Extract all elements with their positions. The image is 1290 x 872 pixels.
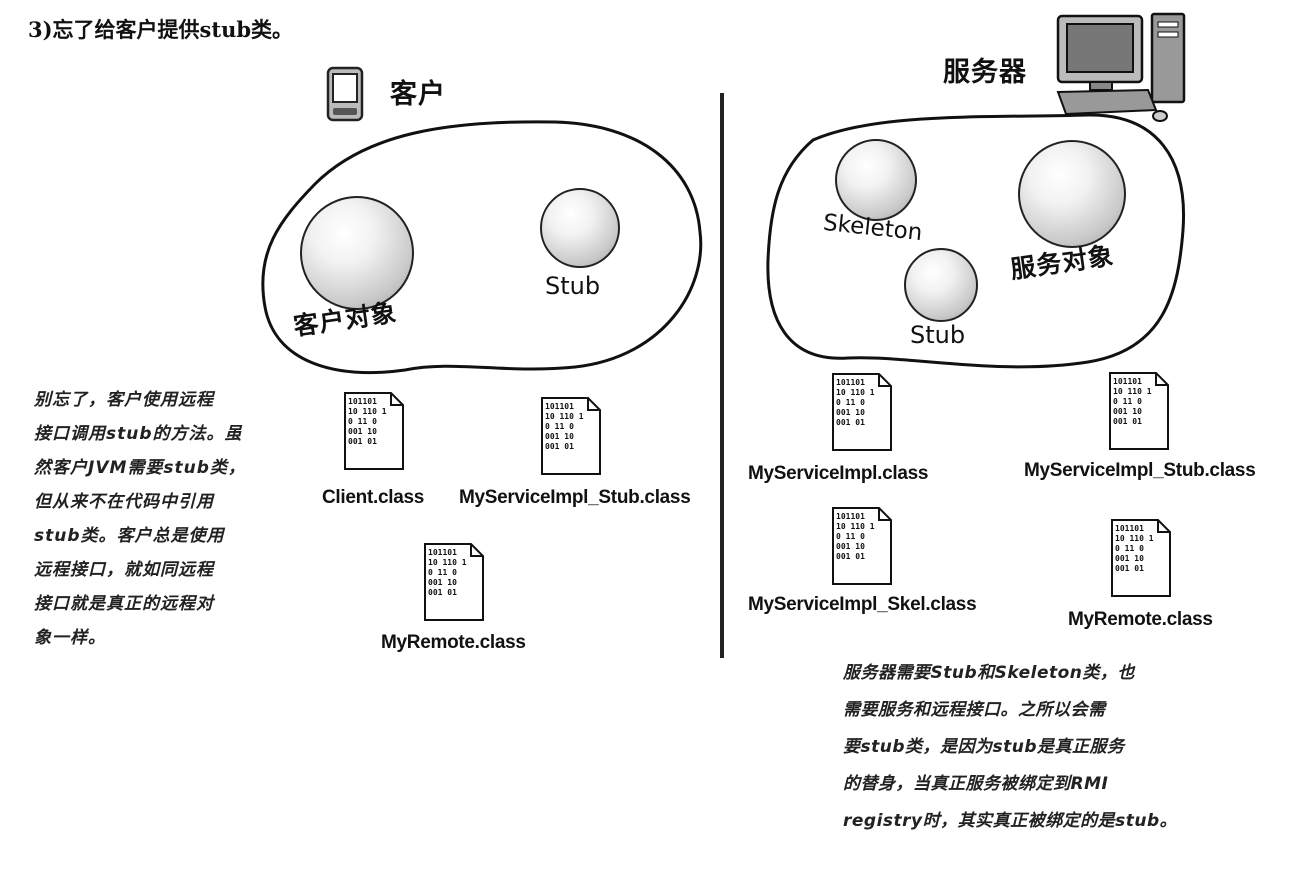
file-bits: 101101 10 110 1 0 11 0 001 10 001 01	[836, 378, 875, 427]
note-line: stub类。客户总是使用	[34, 526, 225, 546]
file-icon: 101101 10 110 1 0 11 0 001 10 001 01	[540, 396, 602, 476]
server-file-impl-class: MyServiceImpl.class	[748, 463, 929, 484]
file-bits: 101101 10 110 1 0 11 0 001 10 001 01	[836, 512, 875, 561]
note-line: 接口调用stub的方法。虽	[34, 424, 243, 444]
client-note: 别忘了，客户使用远程 接口调用stub的方法。虽 然客户JVM需要stub类， …	[34, 383, 306, 655]
client-title: 客户	[390, 79, 446, 110]
pda-icon	[326, 66, 366, 128]
server-file-remote-class: MyRemote.class	[1068, 609, 1213, 630]
divider-line	[720, 93, 724, 658]
note-line: 远程接口，就如同远程	[34, 560, 214, 580]
note-line: 然客户JVM需要stub类，	[34, 458, 246, 478]
note-line: 需要服务和远程接口。之所以会需	[843, 700, 1106, 720]
file-icon: 101101 10 110 1 0 11 0 001 10 001 01	[1108, 371, 1170, 451]
file-icon: 101101 10 110 1 0 11 0 001 10 001 01	[831, 372, 893, 452]
file-bits: 101101 10 110 1 0 11 0 001 10 001 01	[545, 402, 584, 451]
client-file-stub-class: MyServiceImpl_Stub.class	[459, 487, 691, 508]
server-title: 服务器	[943, 57, 1027, 88]
client-object-sphere	[300, 196, 414, 310]
file-bits: 101101 10 110 1 0 11 0 001 10 001 01	[1115, 524, 1154, 573]
file-icon: 101101 10 110 1 0 11 0 001 10 001 01	[831, 506, 893, 586]
note-line: 但从来不在代码中引用	[34, 492, 214, 512]
client-stub-label: Stub	[545, 272, 601, 300]
server-file-stub-class: MyServiceImpl_Stub.class	[1024, 460, 1256, 481]
client-file-client-class: Client.class	[322, 487, 425, 508]
note-line: 要stub类，是因为stub是真正服务	[843, 737, 1125, 757]
skeleton-sphere	[835, 139, 917, 221]
server-stub-sphere	[904, 248, 978, 322]
client-file-remote-class: MyRemote.class	[381, 632, 526, 653]
note-line: 服务器需要Stub和Skeleton类，也	[843, 663, 1135, 683]
file-bits: 101101 10 110 1 0 11 0 001 10 001 01	[428, 548, 467, 597]
computer-icon	[1052, 12, 1192, 128]
note-line: registry时，其实真正被绑定的是stub。	[843, 811, 1178, 831]
server-note: 服务器需要Stub和Skeleton类，也 需要服务和远程接口。之所以会需 要s…	[843, 655, 1243, 840]
file-bits: 101101 10 110 1 0 11 0 001 10 001 01	[348, 397, 387, 446]
note-line: 别忘了，客户使用远程	[34, 390, 214, 410]
note-line: 的替身，当真正服务被绑定到RMI	[843, 774, 1109, 794]
file-icon: 101101 10 110 1 0 11 0 001 10 001 01	[423, 542, 485, 622]
file-icon: 101101 10 110 1 0 11 0 001 10 001 01	[343, 391, 405, 471]
section-heading: 3)忘了给客户提供stub类。	[28, 17, 294, 42]
server-stub-label: Stub	[910, 321, 966, 349]
file-bits: 101101 10 110 1 0 11 0 001 10 001 01	[1113, 377, 1152, 426]
service-object-sphere	[1018, 140, 1126, 248]
note-line: 象一样。	[34, 628, 106, 648]
server-file-skel-class: MyServiceImpl_Skel.class	[748, 594, 977, 615]
server-blob	[766, 113, 1186, 369]
client-stub-sphere	[540, 188, 620, 268]
client-blob	[261, 120, 703, 375]
file-icon: 101101 10 110 1 0 11 0 001 10 001 01	[1110, 518, 1172, 598]
note-line: 接口就是真正的远程对	[34, 594, 214, 614]
